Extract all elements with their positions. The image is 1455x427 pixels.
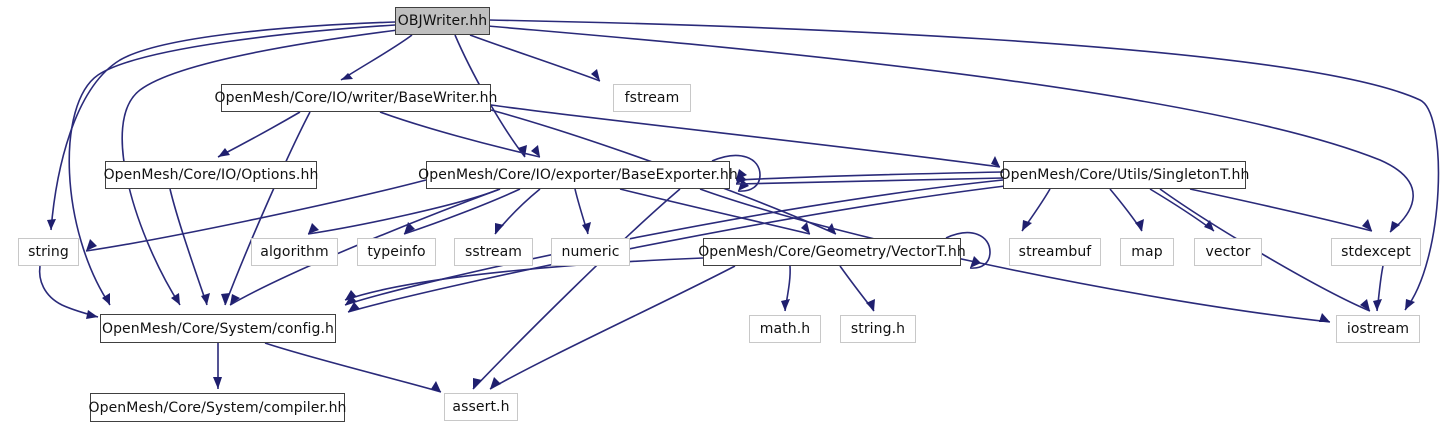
- node-label-vectort: OpenMesh/Core/Geometry/VectorT.hh: [698, 244, 966, 260]
- node-string[interactable]: string: [18, 238, 79, 266]
- node-basewriter[interactable]: OpenMesh/Core/IO/writer/BaseWriter.hh: [214, 84, 497, 112]
- edge-basewriter-to-config: [221, 111, 311, 306]
- edge-vectort-to-asserth: [489, 265, 736, 390]
- edge-singleton-to-vector: [1149, 188, 1215, 232]
- node-label-options: OpenMesh/Core/IO/Options.hh: [103, 167, 319, 183]
- edge-baseexporter-to-iostream: [699, 188, 1331, 323]
- edge-basewriter-to-options: [217, 111, 301, 158]
- node-options[interactable]: OpenMesh/Core/IO/Options.hh: [103, 161, 319, 189]
- edge-baseexporter-to-algorithm: [307, 188, 501, 235]
- node-objwriter[interactable]: OBJWriter.hh: [395, 7, 490, 35]
- node-map[interactable]: map: [1120, 238, 1174, 266]
- node-label-fstream: fstream: [624, 90, 680, 106]
- edge-vectort-to-mathh: [781, 265, 791, 312]
- edge-baseexporter-to-asserth: [472, 188, 681, 390]
- node-label-asserth: assert.h: [452, 399, 510, 415]
- node-asserth[interactable]: assert.h: [444, 393, 518, 421]
- edge-singleton-to-map: [1109, 188, 1144, 232]
- node-stdexcept[interactable]: stdexcept: [1331, 238, 1421, 266]
- edge-baseexporter-to-vectort: [619, 188, 811, 235]
- node-label-mathh: math.h: [759, 321, 811, 337]
- edge-singleton-to-stdexcept: [1189, 188, 1373, 232]
- node-fstream[interactable]: fstream: [613, 84, 691, 112]
- edge-singleton-to-iostream: [1159, 188, 1371, 312]
- edge-vectort-to-config: [344, 257, 704, 301]
- edge-config-to-asserth: [264, 342, 442, 393]
- edge-baseexporter-to-string: [85, 179, 427, 252]
- node-label-vector: vector: [1205, 244, 1251, 260]
- edge-string-to-config: [38, 265, 99, 319]
- edge-singleton-to-baseexporter: [735, 173, 1004, 185]
- node-iostream[interactable]: iostream: [1336, 315, 1420, 343]
- node-label-map: map: [1131, 244, 1163, 260]
- node-baseexporter[interactable]: OpenMesh/Core/IO/exporter/BaseExporter.h…: [418, 161, 738, 189]
- node-label-stdexcept: stdexcept: [1341, 244, 1411, 260]
- node-label-config: OpenMesh/Core/System/config.h: [101, 320, 335, 337]
- edge-objwriter-to-stdexcept: [487, 25, 1414, 233]
- edge-options-to-config: [169, 188, 210, 306]
- edge-stdexcept-to-iostream: [1373, 265, 1384, 312]
- node-typeinfo[interactable]: typeinfo: [357, 238, 436, 266]
- edge-vectort-to-vectort: [945, 231, 991, 269]
- node-label-sstream: sstream: [464, 244, 523, 260]
- edge-basewriter-to-baseexporter: [379, 111, 541, 158]
- node-label-iostream: iostream: [1346, 321, 1410, 337]
- edge-baseexporter-to-baseexporter: [711, 154, 761, 192]
- node-label-streambuf: streambuf: [1018, 244, 1092, 260]
- node-label-algorithm: algorithm: [260, 244, 329, 260]
- edge-objwriter-to-config: [68, 24, 396, 306]
- node-numeric[interactable]: numeric: [551, 238, 630, 266]
- edge-objwriter-to-string: [47, 21, 396, 231]
- node-mathh[interactable]: math.h: [749, 315, 821, 343]
- node-label-singleton: OpenMesh/Core/Utils/SingletonT.hh: [999, 167, 1250, 183]
- node-compiler[interactable]: OpenMesh/Core/System/compiler.hh: [88, 393, 347, 422]
- edge-objwriter-to-fstream: [469, 34, 601, 82]
- edge-baseexporter-to-numeric: [574, 188, 591, 235]
- edge-config-to-compiler: [213, 343, 222, 389]
- node-streambuf[interactable]: streambuf: [1009, 238, 1101, 266]
- node-label-numeric: numeric: [561, 244, 620, 260]
- node-label-baseexporter: OpenMesh/Core/IO/exporter/BaseExporter.h…: [418, 167, 738, 183]
- node-config[interactable]: OpenMesh/Core/System/config.h: [100, 314, 336, 343]
- node-label-compiler: OpenMesh/Core/System/compiler.hh: [88, 399, 347, 416]
- node-vectort[interactable]: OpenMesh/Core/Geometry/VectorT.hh: [698, 238, 966, 266]
- edge-objwriter-to-iostream: [488, 19, 1440, 311]
- edge-vectort-to-stringh: [839, 265, 875, 312]
- node-label-objwriter: OBJWriter.hh: [397, 13, 488, 29]
- edge-baseexporter-to-sstream: [494, 188, 541, 235]
- node-label-string: string: [28, 244, 69, 260]
- node-algorithm[interactable]: algorithm: [251, 238, 338, 266]
- edge-objwriter-to-config: [121, 29, 399, 306]
- node-label-stringh: string.h: [850, 321, 906, 337]
- edge-basewriter-to-singleton: [490, 104, 1001, 168]
- node-sstream[interactable]: sstream: [454, 238, 533, 266]
- node-stringh[interactable]: string.h: [840, 315, 916, 343]
- node-singleton[interactable]: OpenMesh/Core/Utils/SingletonT.hh: [1000, 161, 1249, 189]
- edge-baseexporter-to-typeinfo: [403, 188, 521, 235]
- node-label-typeinfo: typeinfo: [367, 244, 426, 260]
- edge-objwriter-to-basewriter: [340, 34, 413, 81]
- node-label-basewriter: OpenMesh/Core/IO/writer/BaseWriter.hh: [214, 90, 498, 106]
- edge-singleton-to-streambuf: [1021, 188, 1051, 232]
- node-vector[interactable]: vector: [1194, 238, 1262, 266]
